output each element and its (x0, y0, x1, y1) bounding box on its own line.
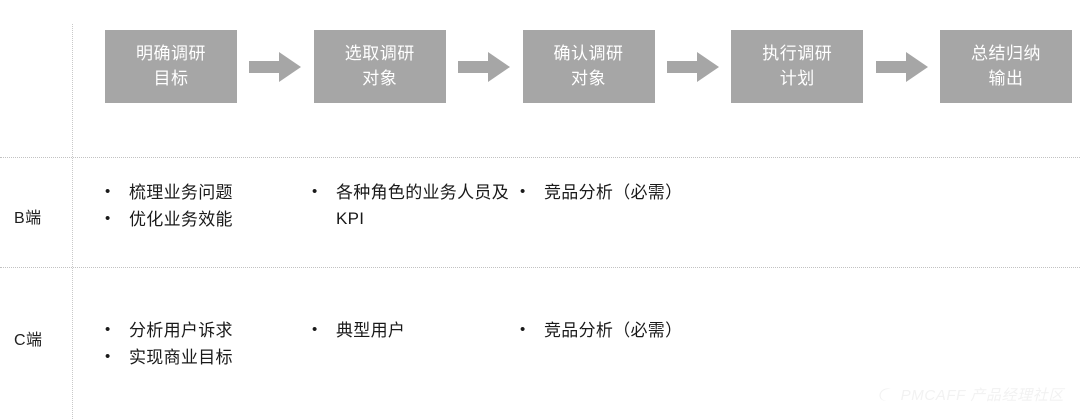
list-item: • 实现商业目标 (105, 345, 305, 371)
cell-b-subjects: • 各种角色的业务人员及KPI (312, 180, 512, 234)
watermark-label: PMCAFF 产品经理社区 (900, 387, 1064, 404)
flow-step-2-line1: 选取调研 (344, 43, 415, 63)
arrow-right-icon (249, 51, 302, 82)
flow-step-5-line2: 输出 (988, 68, 1024, 88)
row-label-c: C端 (14, 332, 43, 349)
bullet-icon: • (520, 183, 526, 200)
flow-arrow-2 (446, 30, 523, 103)
flow-step-4[interactable]: 执行调研 计划 (731, 30, 864, 103)
pmcaff-logo-icon (879, 388, 891, 401)
cell-b-analysis: • 竞品分析（必需） (520, 180, 780, 207)
flow-step-2[interactable]: 选取调研 对象 (313, 30, 446, 103)
flow-arrow-1 (237, 30, 314, 103)
list-item-label: 各种角色的业务人员及KPI (336, 183, 509, 229)
flow-step-3-line1: 确认调研 (553, 43, 624, 63)
list-item-label: 竞品分析（必需） (544, 321, 683, 340)
list-item: • 分析用户诉求 (105, 318, 305, 344)
cell-c-goals: • 分析用户诉求 • 实现商业目标 (105, 318, 305, 373)
list-item-label: 竞品分析（必需） (544, 183, 683, 202)
list-item-label: 优化业务效能 (129, 210, 233, 230)
flow-arrow-3 (655, 30, 732, 103)
bullet-icon: • (312, 183, 318, 200)
arrow-right-icon (666, 51, 719, 82)
flow-arrow-4 (863, 30, 940, 103)
flow-step-4-line2: 计划 (779, 68, 815, 88)
list-item-label: 实现商业目标 (129, 348, 233, 368)
row-label-b: B端 (14, 210, 42, 227)
list-item: • 竞品分析（必需） (520, 318, 780, 344)
list-item: • 梳理业务问题 (105, 180, 305, 206)
bullet-icon: • (105, 183, 111, 200)
flow-step-3[interactable]: 确认调研 对象 (522, 30, 655, 103)
flow-step-1-line1: 明确调研 (136, 43, 206, 63)
flow-step-2-line2: 对象 (362, 68, 398, 88)
flow-step-4-line1: 执行调研 (762, 43, 833, 63)
cell-c-subjects: • 典型用户 (312, 318, 512, 345)
bullet-icon: • (105, 210, 111, 228)
arrow-right-icon (875, 51, 928, 82)
bullet-icon: • (105, 348, 111, 366)
list-item-label: 典型用户 (336, 321, 406, 340)
vertical-divider (72, 24, 73, 419)
flow-step-1-line2: 目标 (153, 68, 189, 88)
row-divider-bottom (0, 267, 1080, 268)
bullet-icon: • (105, 321, 111, 338)
list-item: • 优化业务效能 (105, 207, 305, 233)
flow-step-3-line2: 对象 (571, 68, 606, 88)
list-item: • 各种角色的业务人员及KPI (312, 180, 512, 233)
bullet-icon: • (312, 321, 318, 338)
process-flow: 明确调研 目标 选取调研 对象 确认调研 对象 执行调研 (105, 30, 1072, 103)
flow-step-5-line1: 总结归纳 (971, 43, 1041, 63)
cell-b-goals: • 梳理业务问题 • 优化业务效能 (105, 180, 305, 235)
bullet-icon: • (520, 321, 526, 338)
row-divider-top (0, 157, 1080, 158)
cell-c-analysis: • 竞品分析（必需） (520, 318, 780, 345)
list-item: • 典型用户 (312, 318, 512, 344)
arrow-right-icon (458, 51, 511, 82)
list-item: • 竞品分析（必需） (520, 180, 780, 206)
list-item-label: 分析用户诉求 (129, 321, 233, 340)
list-item-label: 梳理业务问题 (129, 183, 233, 202)
watermark: PMCAFF 产品经理社区 (877, 384, 1064, 405)
flow-step-1[interactable]: 明确调研 目标 (105, 30, 237, 103)
flow-step-5[interactable]: 总结归纳 输出 (940, 30, 1072, 103)
